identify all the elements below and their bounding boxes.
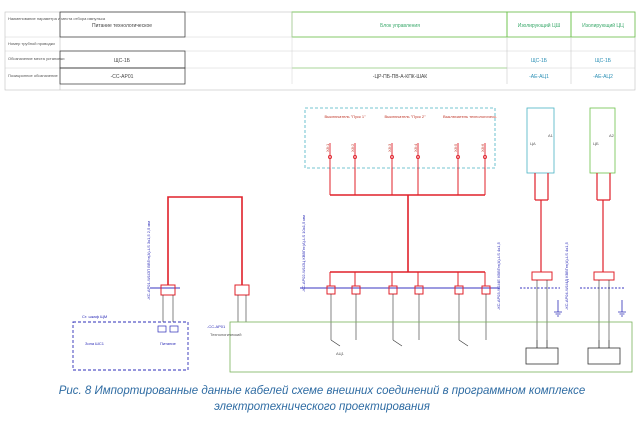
node-label: АЦ1 [336,351,345,356]
cabinet-small-2: Питание [160,341,177,346]
terminal-labels: Х8:1 Х8:2 Х8:3 Х8:4 Х8:5 Х8:6 [325,143,485,152]
wire-label: Технологический [210,332,242,337]
c4-position: -АЕ-АЦ1 [529,74,549,80]
svg-text:Х8:3: Х8:3 [387,143,392,152]
svg-text:Х8:5: Х8:5 [453,143,458,152]
row-label-param: Наименование параметра и места отбора им… [8,16,106,21]
header-table: Наименование параметра и места отбора им… [4,11,636,91]
cabinet-small-1: Зона ШС1 [85,341,105,346]
device-a1-small: ЦА [530,141,536,146]
lower-wires [162,280,610,347]
c5-position: -АЕ-АЦ2 [593,74,613,80]
cabinet-box: Ст. шкаф ЩМ Зона ШС1 Питание [72,314,189,371]
c4-place: ЩС-1Б [531,58,548,64]
cable-label-2: -КС-АР02-W1/2Ц КВВГнг(А)-LS 10х1,5 мм [301,215,306,292]
device-a2-label: А2 [609,133,615,138]
svg-text:Х8:2: Х8:2 [350,143,355,152]
cabinet-title: Ст. шкаф ЩМ [82,314,107,319]
device-a1: А1 ЦА [526,107,555,174]
row-label-tube: Номер трубной проводки [8,41,55,46]
cable-label-3: -КС-АР03-W1/4Е КВВГнг(А)-LS 4х1,5 [496,241,501,310]
svg-text:Х8:6: Х8:6 [480,143,485,152]
switch-label-3: Выключатель технологическ. [443,114,497,119]
caption-line-2: электротехнического проектирования [214,401,430,413]
cable-label-4: -КС-АР04-W1/4Д КВВГнг(А)-LS 4х1,5 [564,241,569,310]
device-a2: А2 ЦБ [589,107,616,174]
cable-label-1: -КС-АР01-W1/2П ВВГнг(А)-LS 3х1,5 2,5 мм [146,221,151,300]
pos-label: -СС-АР01 [207,324,226,329]
c5-title: Изолирующий ЦЦ [582,22,624,29]
power-wiring [167,168,611,286]
source-name: Питание технологическое [92,23,152,29]
figure-caption: Рис. 8 Импортированные данные кабелей сх… [0,383,644,415]
source-place: ЩС-1Б [114,58,131,64]
block-position: -ЦР-ПБ-ПВ-А-КПК-ШАК [373,74,427,80]
device-a1-label: А1 [548,133,554,138]
svg-text:Х8:4: Х8:4 [413,143,418,152]
switch-panel: Выключатель "Пуск 1" Выключатель "Пуск 2… [304,107,497,169]
switch-label-1: Выключатель "Пуск 1" [325,114,367,119]
row-label-position: Позиционное обозначение [8,73,58,78]
connection-diagram: Наименование параметра и места отбора им… [4,11,636,373]
bottom-frame [229,321,633,373]
switch-label-2: Выключатель "Пуск 2" [385,114,427,119]
caption-line-1: Рис. 8 Импортированные данные кабелей сх… [58,385,586,397]
terminal-blocks [160,271,615,296]
source-position: -СС-АР01 [111,74,134,80]
row-label-place: Обозначение места установки [8,56,64,61]
ground-symbols [554,300,626,317]
device-a2-small: ЦБ [593,141,599,146]
cable-labels: -КС-АР01-W1/2П ВВГнг(А)-LS 3х1,5 2,5 мм … [146,215,569,310]
svg-text:Х8:1: Х8:1 [325,143,330,152]
c5-place: ЩС-1Б [595,58,612,64]
bottom-right-devices [525,340,621,365]
c4-title: Изолирующий ЦШ [518,22,561,29]
block-title: Блок управления [380,23,420,29]
